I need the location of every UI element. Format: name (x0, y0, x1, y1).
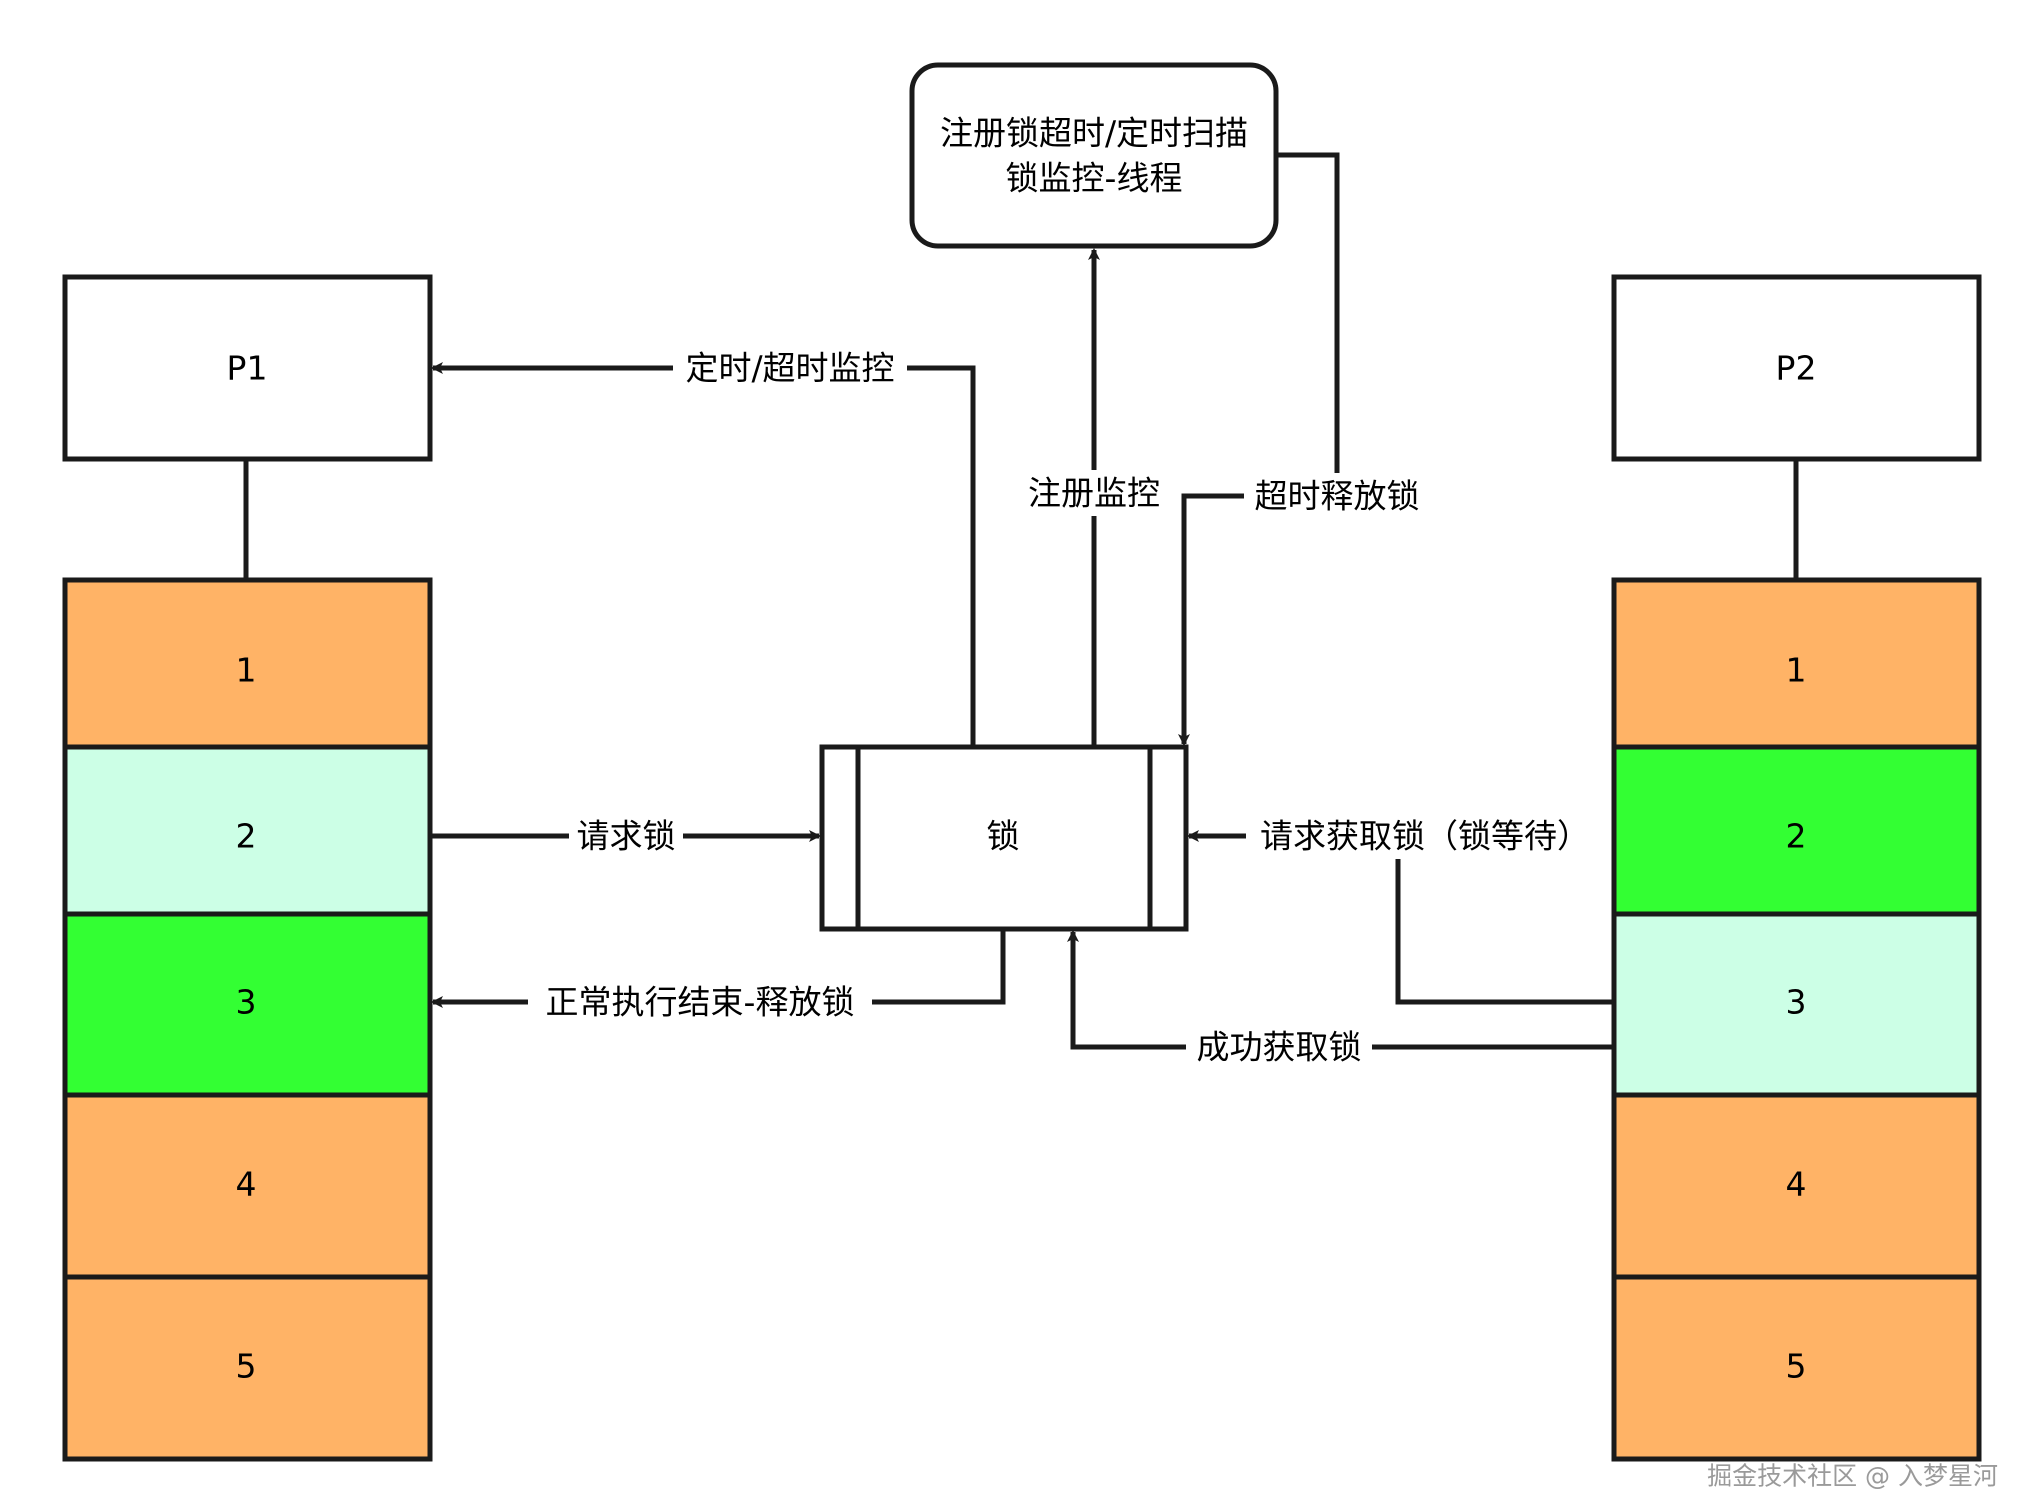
p2-box: P2 (1611, 274, 1982, 462)
label-register-monitor: 注册监控 (1022, 470, 1166, 516)
edge-acquire-success (1067, 930, 1614, 1050)
monitor-line-1: 注册锁超时/定时扫描 (940, 114, 1248, 153)
label-timeout-release-text: 超时释放锁 (1255, 477, 1420, 516)
label-normal-release: 正常执行结束-释放锁 (528, 979, 872, 1025)
p2-step-2: 2 (1611, 744, 1982, 917)
watermark: 掘金技术社区 @ 入梦星河 (1707, 1462, 1998, 1491)
p1-title: P1 (227, 349, 268, 388)
label-timer-monitor-text: 定时/超时监控 (685, 349, 894, 388)
p2-step-4-label: 4 (1786, 1165, 1807, 1204)
label-request-lock: 请求锁 (569, 813, 683, 859)
p2-step-3: 3 (1611, 911, 1982, 1098)
p1-step-2-label: 2 (236, 817, 257, 856)
lock-label: 锁 (987, 817, 1020, 856)
p2-step-4: 4 (1611, 1092, 1982, 1280)
p1-step-1-label: 1 (236, 651, 257, 690)
p2-step-1: 1 (1611, 577, 1982, 750)
lock-node: 锁 (819, 744, 1189, 932)
p2-title: P2 (1776, 349, 1817, 388)
label-register-monitor-text: 注册监控 (1028, 474, 1160, 513)
p1-step-3: 3 (62, 911, 433, 1098)
p2-step-3-label: 3 (1786, 983, 1807, 1022)
label-request-wait-text: 请求获取锁（锁等待） (1260, 817, 1590, 856)
monitor-thread-node: 注册锁超时/定时扫描 锁监控-线程 (909, 62, 1279, 249)
p1-step-2: 2 (62, 744, 433, 917)
label-timer-monitor: 定时/超时监控 (673, 345, 907, 391)
label-normal-release-text: 正常执行结束-释放锁 (546, 983, 855, 1022)
p2-step-5: 5 (1611, 1274, 1982, 1462)
p1-box: P1 (62, 274, 433, 462)
p1-step-1: 1 (62, 577, 433, 750)
label-acquire-success: 成功获取锁 (1186, 1024, 1372, 1070)
monitor-line-2: 锁监控-线程 (1006, 159, 1183, 198)
p2-step-2-label: 2 (1786, 817, 1807, 856)
p1-step-4: 4 (62, 1092, 433, 1280)
p1-step-stack: 1 2 3 4 5 (62, 577, 433, 1462)
label-request-wait: 请求获取锁（锁等待） (1246, 813, 1604, 859)
label-acquire-success-text: 成功获取锁 (1197, 1028, 1362, 1067)
p2-step-5-label: 5 (1786, 1347, 1807, 1386)
p1-step-5: 5 (62, 1274, 433, 1462)
label-timeout-release: 超时释放锁 (1244, 473, 1430, 519)
p1-step-5-label: 5 (236, 1347, 257, 1386)
p1-step-4-label: 4 (236, 1165, 257, 1204)
edge-request-wait (1187, 830, 1614, 1005)
label-request-lock-text: 请求锁 (577, 817, 676, 856)
edge-timer-monitor (431, 362, 976, 747)
p1-step-3-label: 3 (236, 983, 257, 1022)
p2-step-1-label: 1 (1786, 651, 1807, 690)
p2-step-stack: 1 2 3 4 5 (1611, 577, 1982, 1462)
